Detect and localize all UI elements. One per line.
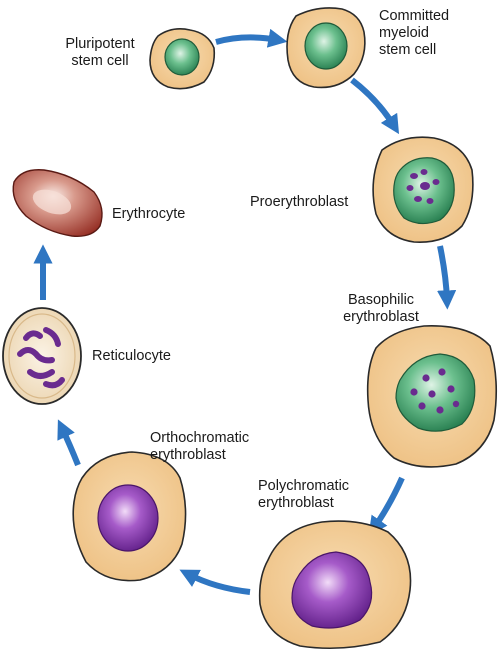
label-orthochromatic-erythroblast: Orthochromatic erythroblast	[150, 430, 250, 463]
label-proerythroblast: Proerythroblast	[250, 194, 349, 210]
label-erythrocyte: Erythrocyte	[112, 206, 186, 222]
arrow-proerythroblast-to-basophilic	[437, 245, 457, 310]
label-pluripotent-stem-cell: Pluripotent stem cell	[65, 36, 135, 69]
arrow-orthochromatic-to-reticulocyte	[57, 419, 81, 467]
reticulocyte-rna-strands	[17, 327, 65, 389]
orthochromatic-erythroblast-cell	[72, 451, 187, 582]
polychromatic-erythroblast-cell	[258, 520, 412, 650]
reticulocyte-cell	[2, 307, 82, 405]
label-polychromatic-erythroblast: Polychromatic erythroblast	[258, 478, 350, 511]
committed-myeloid-stem-cell	[286, 7, 366, 89]
arrows	[33, 28, 457, 595]
polychromatic-nucleus	[291, 551, 373, 629]
basophilic-erythroblast-cell	[366, 325, 498, 468]
basophilic-nucleus	[395, 353, 476, 432]
orthochromatic-nucleus	[97, 484, 159, 552]
label-basophilic-erythroblast: Basophilic erythroblast	[343, 292, 419, 325]
label-committed-myeloid-stem-cell: Committed myeloid stem cell	[379, 8, 450, 58]
arrow-committed-to-proerythroblast	[350, 77, 400, 135]
pluripotent-nucleus	[164, 38, 200, 76]
label-reticulocyte: Reticulocyte	[92, 348, 171, 364]
pluripotent-stem-cell	[149, 28, 216, 90]
erythrocyte-cell	[12, 169, 103, 237]
basophilic-nucleoli	[410, 368, 460, 414]
arrow-basophilic-to-polychromatic	[368, 476, 405, 536]
proerythroblast-cell	[372, 136, 474, 243]
proerythroblast-nucleoli	[406, 169, 440, 204]
arrow-pluripotent-to-committed	[215, 28, 288, 48]
arrow-polychromatic-to-orthochromatic	[179, 569, 251, 595]
committed-nucleus	[304, 22, 348, 70]
proerythroblast-nucleus	[393, 157, 455, 225]
